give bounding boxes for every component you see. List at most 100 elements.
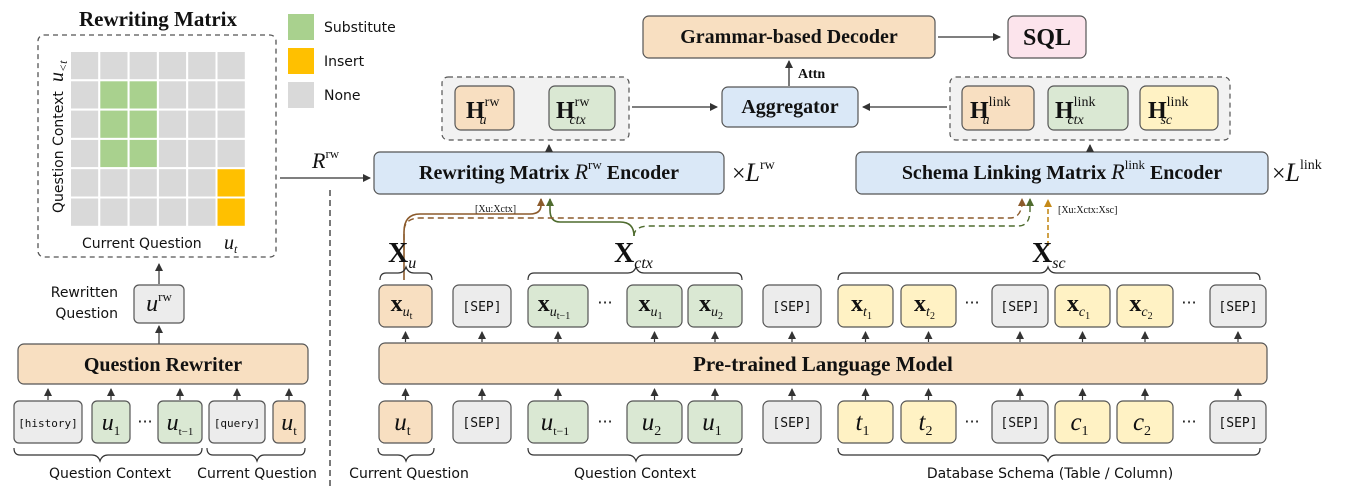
bottom-question-context-brace [527, 447, 743, 463]
token-input: u2 [642, 409, 662, 439]
xsc-label: Xsc [1032, 238, 1066, 272]
matrix-cell [69, 167, 101, 199]
matrix-cell [215, 167, 247, 199]
matrix-cell [69, 196, 101, 228]
token-input: ut−1 [541, 409, 570, 438]
rewritten-question-label-1: Rewritten [51, 285, 118, 301]
embedding-ellipsis: ··· [1181, 293, 1196, 312]
sep-token: [SEP] [1218, 416, 1257, 431]
u1-token: u1 [102, 410, 121, 438]
sep-token: [SEP] [462, 300, 501, 315]
rewritten-question-symbol: urw [146, 289, 172, 317]
sep-embedding-box [762, 284, 822, 328]
token-embedding: xut [391, 291, 413, 322]
matrix-y-axis-label: Question Context [51, 91, 67, 213]
bottom-question-context-label: Question Context [574, 466, 696, 482]
xu-label: Xu [388, 238, 416, 272]
matrix-y-axis-symbol: u<t [46, 60, 70, 82]
legend-swatch [288, 82, 314, 108]
question-rewriter-box [17, 343, 309, 385]
u1-box [91, 400, 131, 444]
xctx-to-link-encoder-arrow [633, 198, 1034, 237]
matrix-cell [69, 50, 101, 82]
h-ctx-link-box [1047, 85, 1129, 131]
matrix-cell [98, 137, 130, 170]
token-embedding: xt2 [914, 291, 935, 322]
aggregator-label: Aggregator [741, 96, 838, 118]
matrix-cell [215, 108, 247, 140]
h-u-rw-box [454, 85, 515, 131]
matrix-cell [127, 108, 159, 140]
matrix-cell [215, 196, 247, 228]
xctx-brace [527, 265, 743, 281]
xu-to-link-encoder-arrow [403, 198, 1026, 250]
matrix-cell [98, 196, 130, 228]
rewritten-question-box [133, 284, 185, 324]
matrix-cell [156, 167, 189, 199]
matrix-cell [98, 108, 130, 140]
matrix-cell [156, 137, 189, 170]
matrix-title: Rewriting Matrix [79, 7, 238, 31]
rewriting-matrix-grid [69, 50, 247, 228]
token-embedding: xt1 [851, 291, 872, 322]
query-token-box [208, 400, 266, 444]
token-embedding-box [1054, 284, 1111, 328]
token-embedding: xut−1 [538, 291, 570, 322]
input-ellipsis: ··· [597, 412, 612, 431]
plm-arrows [401, 331, 1242, 400]
matrix-cell [156, 50, 189, 82]
sep-embedding-box [452, 284, 512, 328]
database-schema-brace [837, 447, 1261, 463]
matrix-x-axis-symbol: ut [224, 232, 238, 256]
legend-label: None [324, 88, 361, 104]
sep-input-box [991, 400, 1049, 444]
xu-brace [379, 265, 433, 281]
matrix-cell [215, 137, 247, 170]
token-embedding: xc2 [1129, 291, 1152, 322]
sep-embedding-box [1209, 284, 1267, 328]
token-embedding-box [900, 284, 957, 328]
token-embedding-box [687, 284, 743, 328]
legend-swatch [288, 48, 314, 74]
token-input-box [1054, 400, 1111, 444]
token-input-box [837, 400, 894, 444]
matrix-cell [186, 50, 218, 82]
link-input-label: [Xu:Xctx:Xsc] [1058, 205, 1117, 216]
matrix-cell [186, 79, 218, 111]
aggregator-box [721, 86, 859, 128]
legend-label: Substitute [324, 20, 396, 36]
rewriting-encoder-label: Rewriting Matrix Rrw Encoder [419, 157, 679, 184]
sep-input-box [762, 400, 822, 444]
rewritten-question-label-2: Question [55, 306, 118, 322]
plm-box [378, 342, 1268, 385]
token-input-box [378, 400, 433, 444]
sep-input-box [452, 400, 512, 444]
schema-encoder-layers: ×Llink [1272, 158, 1322, 187]
matrix-x-axis-label: Current Question [82, 236, 202, 252]
matrix-cell [215, 50, 247, 82]
token-embedding-box [1116, 284, 1174, 328]
matrix-cell [127, 167, 159, 199]
matrix-cell [186, 196, 218, 228]
current-question-brace-left [206, 447, 306, 463]
h-ctx-rw-box [548, 85, 616, 131]
sep-embedding-box [991, 284, 1049, 328]
matrix-cell [127, 79, 159, 111]
sep-input-box [1209, 400, 1267, 444]
matrix-cell [127, 50, 159, 82]
token-embedding: xc1 [1067, 291, 1090, 322]
svg-text:u<t: u<t [46, 60, 70, 82]
xu-to-rw-encoder-arrow [403, 198, 545, 280]
rewriting-encoder-box [373, 151, 725, 195]
matrix-cell [127, 196, 159, 228]
matrix-cell [69, 137, 101, 170]
token-embedding-box [527, 284, 589, 328]
matrix-cell [186, 108, 218, 140]
ut-1-token: ut−1 [167, 410, 194, 438]
token-embedding: xu2 [699, 291, 723, 322]
matrix-y-axis: Question Context [51, 91, 67, 213]
input-ellipsis: ··· [1181, 412, 1196, 431]
query-token: [query] [214, 417, 260, 430]
